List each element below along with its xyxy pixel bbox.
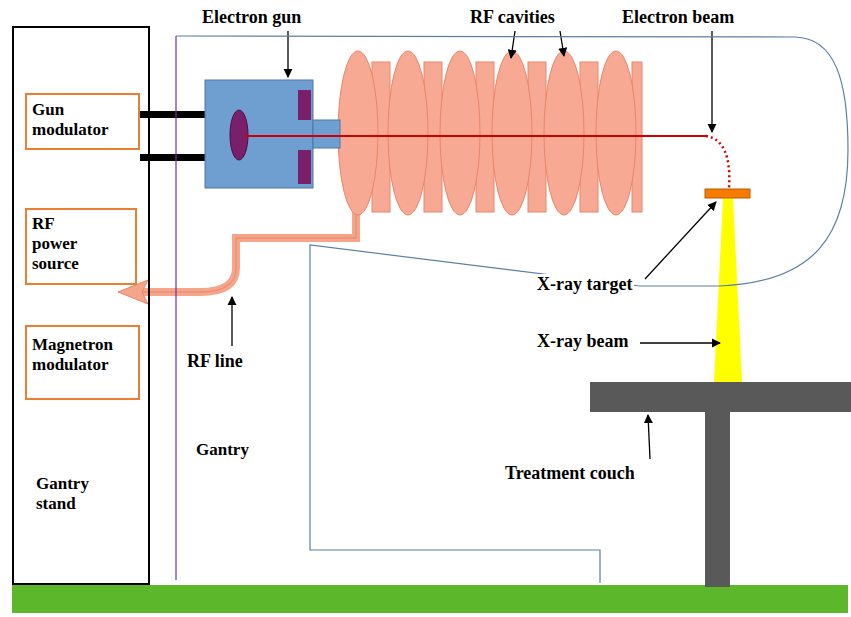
cavity-cell xyxy=(338,51,378,215)
leader-line xyxy=(231,297,232,346)
gun-nozzle xyxy=(313,120,340,148)
node-text: Gantry stand xyxy=(36,474,106,514)
leader-line xyxy=(287,31,288,77)
part-label: X-ray beam xyxy=(535,331,630,352)
part-label: RF line xyxy=(185,351,245,372)
gantry-stand-box: Gantry stand Gun modulator RF power source… xyxy=(12,26,150,585)
rf-line-edge xyxy=(142,212,356,292)
cavity-cell xyxy=(440,51,480,215)
part-label: Treatment couch xyxy=(503,463,637,484)
leader-line xyxy=(511,31,515,58)
node-text: Gun modulator xyxy=(32,100,128,140)
gantry-outline: Gantry xyxy=(176,36,850,585)
part-label: X-ray target xyxy=(535,274,634,295)
gantry-outline-shape xyxy=(176,36,850,585)
part-label: Electron gun xyxy=(200,7,303,28)
gantry-front-edge xyxy=(175,36,176,580)
x-ray-target xyxy=(705,189,750,198)
magnetron-modulator-box: Magnetron modulator xyxy=(25,325,140,400)
leader-lines xyxy=(232,31,720,459)
leader-line xyxy=(645,202,716,279)
couch-top xyxy=(590,382,851,412)
cavity-cell xyxy=(388,51,428,215)
rf-power-source-box: RF power source xyxy=(25,208,137,285)
node-text: RF power source xyxy=(32,214,94,274)
gantry-outline-path xyxy=(176,36,848,583)
electron-gun-body xyxy=(205,80,313,188)
anode xyxy=(298,90,311,120)
node-text: Magnetron modulator xyxy=(32,335,132,375)
part-label: RF cavities xyxy=(468,7,557,28)
couch-leg xyxy=(705,412,730,587)
leader-line xyxy=(560,31,564,56)
rf-line-pipe xyxy=(142,212,356,292)
electron-beam xyxy=(245,135,706,137)
rf-cavities xyxy=(338,51,642,215)
node-text: Gantry xyxy=(196,440,276,460)
part-label: Electron beam xyxy=(620,7,736,28)
leader-line xyxy=(711,31,712,132)
cavity-cell xyxy=(596,51,636,215)
x-ray-beam xyxy=(714,198,742,382)
leader-line xyxy=(648,415,650,459)
cavity-cell xyxy=(492,51,532,215)
ground xyxy=(12,585,848,613)
bent-beam xyxy=(706,136,729,188)
cavity-cell xyxy=(544,51,584,215)
gun-modulator-box: Gun modulator xyxy=(25,93,140,150)
leader-line xyxy=(640,342,720,343)
anode xyxy=(298,150,311,184)
